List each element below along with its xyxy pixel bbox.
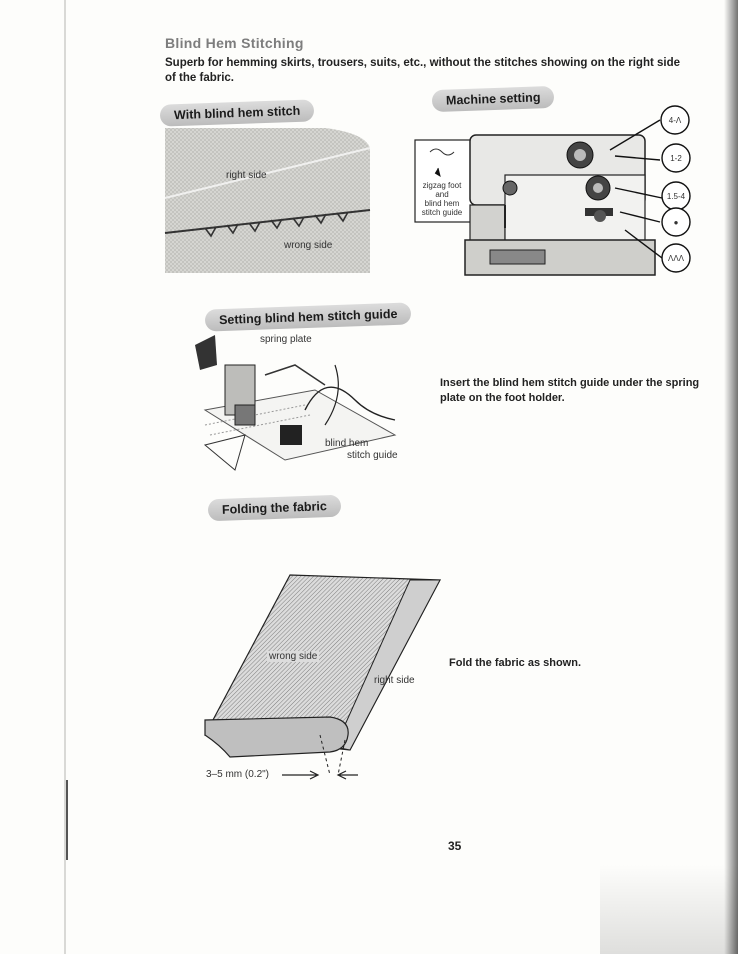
- fold-instruction: Fold the fabric as shown.: [449, 657, 582, 669]
- guide-label-line1: blind hem: [325, 438, 369, 449]
- foot-label-line3: blind hem: [424, 199, 460, 208]
- guide-instruction: Insert the blind hem stitch guide under …: [440, 377, 700, 404]
- fold-right-side-label: right side: [374, 675, 415, 686]
- page-number: 35: [448, 839, 462, 853]
- heading-folding-fabric: Folding the fabric: [207, 494, 342, 522]
- measurement-label: 3–5 mm (0.2"): [206, 769, 270, 780]
- heading-machine-setting: Machine setting: [431, 85, 555, 113]
- heading-with-blind-hem-stitch: With blind hem stitch: [159, 99, 315, 127]
- foot-label: zigzag foot and blind hem stitch guide: [413, 181, 471, 217]
- heading-setting-guide: Setting blind hem stitch guide: [204, 302, 412, 332]
- guide-label-line2: stitch guide: [347, 450, 398, 461]
- guide-insertion-figure: [195, 335, 397, 471]
- spring-plate-label: spring plate: [260, 334, 312, 345]
- intro-text: Superb for hemming skirts, trousers, sui…: [165, 57, 681, 84]
- right-side-label: right side: [226, 170, 267, 181]
- dial-value-3: 1.5-4: [666, 192, 686, 201]
- dial-value-5: ΛΛΛ: [667, 254, 685, 263]
- foot-label-line1: zigzag foot: [422, 181, 462, 190]
- fabric-stitch-figure: [164, 128, 371, 273]
- page-title: Blind Hem Stitching: [165, 35, 304, 51]
- measurement-arrows: [282, 770, 358, 780]
- folded-fabric-figure: [204, 574, 441, 776]
- dial-value-2: 1-2: [670, 154, 682, 163]
- wrong-side-label: wrong side: [284, 240, 333, 251]
- page-gutter-line: [64, 0, 66, 954]
- dial-value-4: ●: [673, 218, 679, 227]
- dial-value-1: 4-Λ: [668, 116, 682, 125]
- foot-label-line2: and: [435, 190, 449, 199]
- sewing-machine-figure: [414, 105, 691, 276]
- foot-label-line4: stitch guide: [421, 208, 463, 217]
- page-right-shadow: [724, 0, 738, 954]
- page-gutter-mark: [66, 780, 68, 860]
- page-bottom-shadow: [600, 864, 738, 954]
- fold-wrong-side-label: wrong side: [267, 651, 320, 662]
